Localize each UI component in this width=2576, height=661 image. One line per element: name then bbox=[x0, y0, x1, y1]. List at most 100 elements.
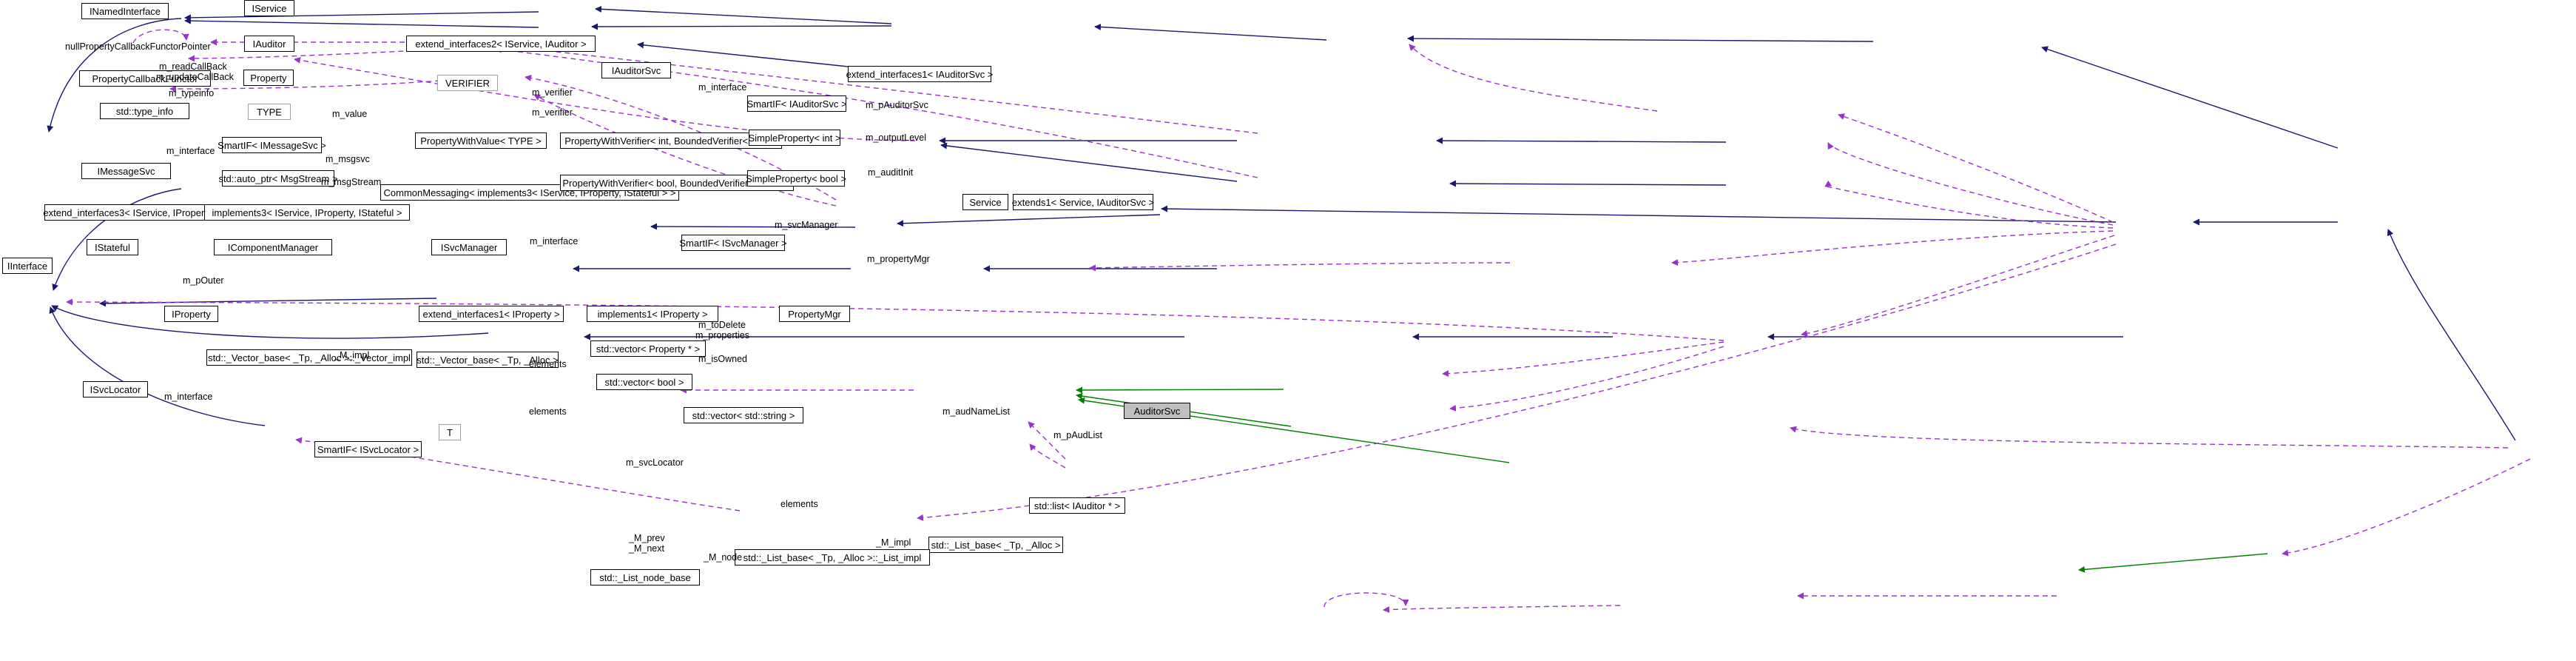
node-propertymgr[interactable]: PropertyMgr bbox=[779, 306, 850, 322]
edge-label-m-audnamelist: m_audNameList bbox=[943, 406, 1011, 417]
node-label: extends1< Service, IAuditorSvc > bbox=[1011, 196, 1155, 208]
node-label: SmartIF< IMessageSvc > bbox=[218, 139, 326, 151]
edge-label-m-readcallback: m_readCallBack bbox=[159, 61, 227, 72]
node-iproperty[interactable]: IProperty bbox=[164, 306, 218, 322]
edge-label-m-value: m_value bbox=[332, 109, 368, 119]
node-label: T bbox=[447, 426, 453, 438]
node-vector-property[interactable]: std::vector< Property * > bbox=[590, 340, 706, 357]
node-extend-interfaces1-iauditorsvc[interactable]: extend_interfaces1< IAuditorSvc > bbox=[846, 66, 993, 82]
node-extend-interfaces1-iproperty[interactable]: extend_interfaces1< IProperty > bbox=[419, 306, 564, 322]
node-label: std::list< IAuditor * > bbox=[1034, 500, 1121, 511]
node-auto-ptr-msgstream[interactable]: std::auto_ptr< MsgStream > bbox=[218, 170, 338, 187]
node-smartif-imessagesvc[interactable]: SmartIF< IMessageSvc > bbox=[218, 137, 326, 153]
node-implements3[interactable]: implements3< IService, IProperty, IState… bbox=[204, 204, 410, 221]
node-extends1[interactable]: extends1< Service, IAuditorSvc > bbox=[1011, 194, 1155, 210]
node-vector-bool[interactable]: std::vector< bool > bbox=[596, 374, 692, 390]
edge-label-m-pauditorsvc: m_pAuditorSvc bbox=[866, 100, 928, 110]
node-label: std::vector< std::string > bbox=[692, 409, 795, 421]
node-isvcmanager[interactable]: ISvcManager bbox=[431, 239, 507, 255]
edge-label-m-interface-svclocator: m_interface bbox=[164, 392, 213, 402]
edge-label-m-pouter: m_pOuter bbox=[183, 275, 224, 286]
node-simpleproperty-bool[interactable]: SimpleProperty< bool > bbox=[746, 170, 846, 187]
node-icomponentmanager[interactable]: IComponentManager bbox=[214, 239, 332, 255]
node-label: std::_List_base< _Tp, _Alloc > bbox=[931, 539, 1061, 551]
node-isvclocator[interactable]: ISvcLocator bbox=[83, 381, 148, 397]
node-inamedinterface[interactable]: INamedInterface bbox=[81, 3, 169, 19]
edge-label-m-updatecallback: m_updateCallBack bbox=[156, 72, 234, 82]
node-label: Service bbox=[969, 196, 1002, 208]
edge-label-m-propertymgr: m_propertyMgr bbox=[867, 254, 930, 264]
edge-label-m-next: _M_next bbox=[629, 543, 664, 554]
edge-label-m-todelete: m_toDelete bbox=[698, 320, 746, 330]
node-propertywithvalue[interactable]: PropertyWithValue< TYPE > bbox=[415, 132, 547, 149]
node-label: TYPE bbox=[257, 106, 282, 118]
node-extend-interfaces2[interactable]: extend_interfaces2< IService, IAuditor > bbox=[406, 36, 596, 52]
node-istateful[interactable]: IStateful bbox=[87, 239, 138, 255]
node-label: SmartIF< ISvcLocator > bbox=[317, 443, 419, 455]
node-service[interactable]: Service bbox=[962, 194, 1008, 210]
edge-label-m-verifier-1: m_verifier bbox=[532, 87, 573, 98]
node-smartif-isvclocator[interactable]: SmartIF< ISvcLocator > bbox=[314, 441, 422, 457]
edge-label-m-interface-messagesvc: m_interface bbox=[166, 146, 215, 156]
edge-label-m-svcmanager: m_svcManager bbox=[775, 220, 838, 230]
node-label: extend_interfaces2< IService, IAuditor > bbox=[415, 38, 587, 50]
node-std-type-info[interactable]: std::type_info bbox=[100, 103, 189, 119]
node-type[interactable]: TYPE bbox=[248, 104, 291, 120]
node-label: PropertyWithVerifier< int, BoundedVerifi… bbox=[564, 135, 778, 147]
node-iauditor[interactable]: IAuditor bbox=[244, 36, 294, 52]
node-label: extend_interfaces1< IProperty > bbox=[422, 308, 560, 320]
edge-label-m-impl-vector: _M_impl bbox=[334, 350, 370, 360]
node-label: std::vector< bool > bbox=[604, 376, 684, 388]
node-t-param[interactable]: T bbox=[439, 424, 461, 440]
node-list-base-tp-alloc[interactable]: std::_List_base< _Tp, _Alloc > bbox=[928, 537, 1063, 553]
node-smartif-isvcmanager[interactable]: SmartIF< ISvcManager > bbox=[679, 235, 787, 251]
node-label: SmartIF< IAuditorSvc > bbox=[746, 98, 847, 110]
edge-label-nullpropertycallbackfunctorpointer: nullPropertyCallbackFunctorPointer bbox=[65, 41, 211, 52]
node-list-node-base[interactable]: std::_List_node_base bbox=[590, 569, 700, 585]
node-vector-base-tp-alloc[interactable]: std::_Vector_base< _Tp, _Alloc > bbox=[417, 352, 559, 368]
edge-label-m-node: _M_node bbox=[704, 552, 743, 563]
node-label: std::type_info bbox=[115, 105, 174, 117]
edge-label-m-interface-svcmanager: m_interface bbox=[530, 236, 579, 246]
node-label: std::_Vector_base< _Tp, _Alloc >::_Vecto… bbox=[208, 352, 411, 363]
node-label: IComponentManager bbox=[227, 241, 319, 253]
node-list-iauditor[interactable]: std::list< IAuditor * > bbox=[1029, 497, 1125, 514]
node-label: SmartIF< ISvcManager > bbox=[679, 237, 787, 249]
node-simpleproperty-int[interactable]: SimpleProperty< int > bbox=[748, 130, 841, 146]
edge-label-m-isowned: m_isOwned bbox=[698, 354, 747, 364]
edge-label-m-prev: _M_prev bbox=[629, 533, 665, 543]
inheritance-edges bbox=[47, 5, 2516, 441]
edge-label-m-msgsvc: m_msgsvc bbox=[326, 154, 370, 164]
node-vector-base-vector-impl[interactable]: std::_Vector_base< _Tp, _Alloc >::_Vecto… bbox=[206, 349, 412, 366]
node-vector-string[interactable]: std::vector< std::string > bbox=[684, 407, 803, 423]
edge-label-m-auditinit: m_auditInit bbox=[868, 167, 914, 178]
node-smartif-iauditorsvc[interactable]: SmartIF< IAuditorSvc > bbox=[746, 95, 847, 112]
node-property[interactable]: Property bbox=[243, 70, 294, 86]
node-label: implements3< IService, IProperty, IState… bbox=[212, 207, 402, 218]
edge-label-m-typeinfo: m_typeinfo bbox=[169, 88, 215, 98]
node-label: INamedInterface bbox=[89, 5, 161, 17]
node-list-base-list-impl[interactable]: std::_List_base< _Tp, _Alloc >::_List_im… bbox=[735, 549, 930, 566]
edge-label-m-paudlist: m_pAudList bbox=[1053, 430, 1103, 440]
node-iauditorsvc[interactable]: IAuditorSvc bbox=[601, 62, 671, 78]
edge-label-m-outputlevel: m_outputLevel bbox=[866, 132, 927, 143]
node-label: std::vector< Property * > bbox=[596, 343, 701, 355]
node-label: std::_Vector_base< _Tp, _Alloc > bbox=[417, 354, 559, 366]
node-label: SimpleProperty< int > bbox=[748, 132, 841, 144]
edge-label-elements-2: elements bbox=[529, 406, 567, 417]
node-label: VERIFIER bbox=[445, 77, 490, 89]
node-auditorsvc[interactable]: AuditorSvc bbox=[1124, 403, 1190, 419]
edge-label-m-properties: m_properties bbox=[695, 330, 749, 340]
edge-label-m-svclocator: m_svcLocator bbox=[626, 457, 684, 468]
edge-label-m-impl-list: _M_impl bbox=[876, 537, 911, 548]
edge-label-elements-1: elements bbox=[529, 359, 567, 369]
node-label: IInterface bbox=[7, 260, 48, 272]
node-iinterface[interactable]: IInterface bbox=[2, 258, 53, 274]
node-verifier[interactable]: VERIFIER bbox=[437, 75, 498, 91]
node-label: IAuditorSvc bbox=[611, 64, 661, 76]
node-imessagesvc[interactable]: IMessageSvc bbox=[81, 163, 171, 179]
node-iservice[interactable]: IService bbox=[244, 0, 294, 16]
node-label: std::_List_base< _Tp, _Alloc >::_List_im… bbox=[743, 551, 922, 563]
node-label: implements1< IProperty > bbox=[597, 308, 708, 320]
